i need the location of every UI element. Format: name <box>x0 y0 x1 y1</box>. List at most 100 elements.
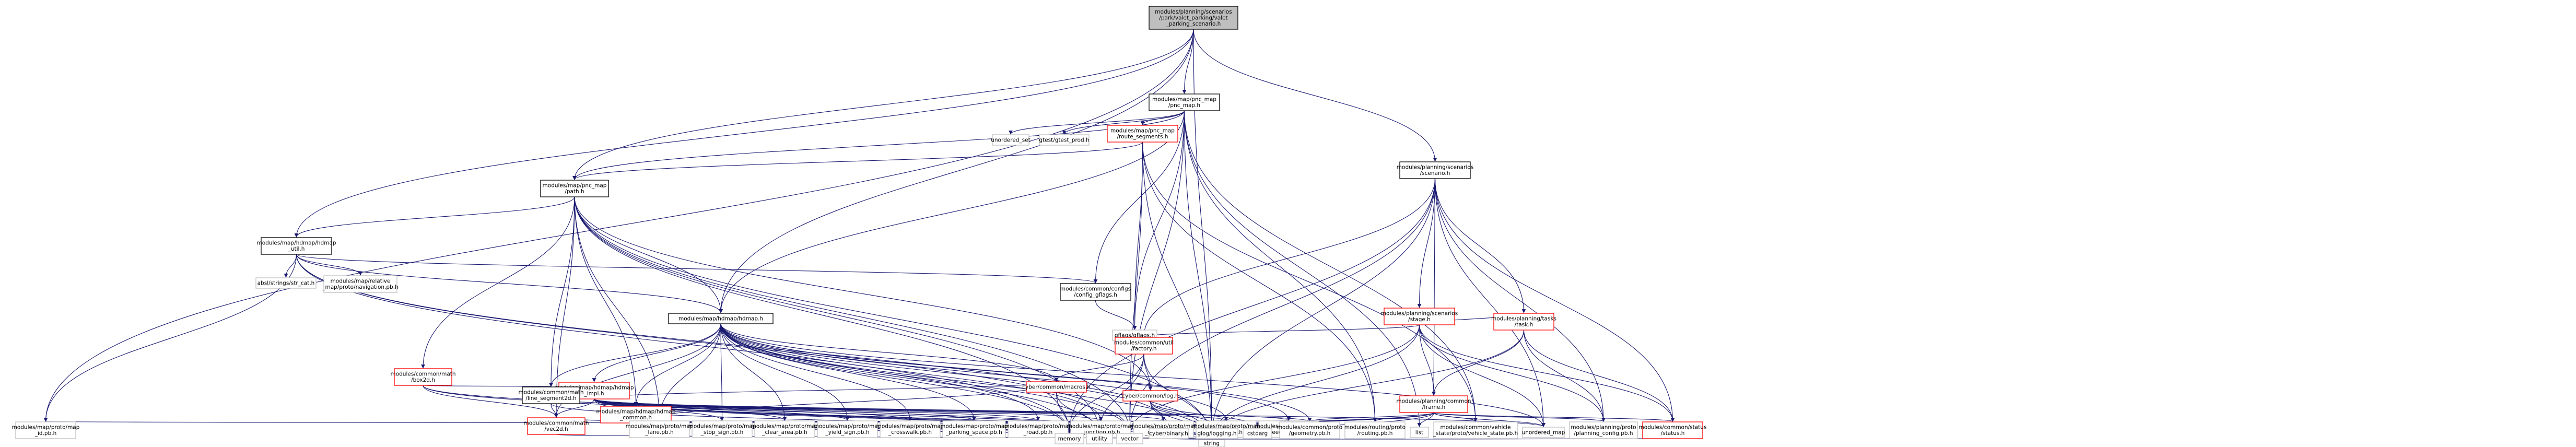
edge-route_seg-to-path <box>572 142 1143 180</box>
node-status[interactable]: modules/common/status/status.h <box>1639 421 1707 439</box>
edge-stage-to-frame <box>1419 324 1436 396</box>
node-box <box>1410 427 1429 438</box>
edge-pnc_map-to-path <box>572 110 1185 180</box>
node-geometry-pb: modules/common/proto/geometry.pb.h <box>1277 421 1342 439</box>
node-label-line: modules/map/proto/map <box>814 424 882 430</box>
node-label-line: modules/map/pnc_map <box>543 183 607 189</box>
node-box <box>668 313 774 324</box>
node-box <box>1198 439 1225 447</box>
edge-hdmap-to-crosswalk_pb <box>720 323 912 421</box>
node-label-line: modules/common/math <box>523 420 589 427</box>
node-label-line: /line_segment2d.h <box>525 395 576 402</box>
node-line-segment[interactable]: modules/common/math/line_segment2d.h <box>518 386 584 404</box>
node-label-line: _map/proto/navigation.pb.h <box>322 284 398 290</box>
node-stage[interactable]: modules/planning/scenarios/stage.h <box>1381 308 1458 325</box>
node-box <box>754 420 815 438</box>
edge-frame-to-planning_config_pb <box>1433 412 1606 422</box>
node-label-line: /pnc_map.h <box>1168 102 1200 109</box>
node-list: list <box>1410 427 1429 438</box>
edge-hdmap-to-utility <box>720 323 1102 433</box>
node-box <box>1086 433 1113 444</box>
node-factory[interactable]: modules/common/util/factory.h <box>1114 337 1174 355</box>
edge-hdmap-to-hdmap_impl <box>592 323 721 382</box>
node-label-line: modules/map/pnc_map <box>1110 128 1175 134</box>
edge-path-to-hdmap <box>574 196 723 313</box>
node-label-line: gflags/gflags.h <box>1115 332 1155 338</box>
node-box2d[interactable]: modules/common/math/box2d.h <box>390 368 456 386</box>
node-label-line: modules/planning/scenarios <box>1155 9 1232 15</box>
edge-stage-to-status <box>1419 324 1675 422</box>
edge-pnc_map-to-routing_pb <box>1184 110 1377 422</box>
node-frame[interactable]: modules/planning/common/frame.h <box>1396 395 1471 413</box>
node-label-line: modules/planning/scenarios <box>1397 164 1473 171</box>
node-box <box>1493 313 1554 331</box>
node-label-line: /geometry.pb.h <box>1289 430 1331 437</box>
node-hdmap[interactable]: modules/map/hdmap/hdmap.h <box>668 313 774 324</box>
node-route-seg[interactable]: modules/map/pnc_map/route_segments.h <box>1107 125 1178 143</box>
node-pnc-map[interactable]: modules/map/pnc_map/pnc_map.h <box>1149 93 1220 111</box>
node-label-line: /frame.h <box>1422 404 1446 410</box>
node-label-line: /status.h <box>1661 430 1685 437</box>
node-box <box>527 417 586 435</box>
node-config-gflags[interactable]: modules/common/configs/config_gflags.h <box>1060 283 1131 301</box>
edge-stage-to-planning_config_pb <box>1419 324 1606 422</box>
node-label-line: modules/common/util <box>1114 340 1174 346</box>
node-cstdarg: cstdarg <box>1243 428 1272 439</box>
edge-path-to-memory <box>574 196 1072 433</box>
edge-root-to-id_pb <box>43 29 1194 422</box>
edge-hdmap-to-stop_sign_pb <box>720 323 724 421</box>
node-utility: utility <box>1086 433 1113 444</box>
node-macros[interactable]: cyber/common/macros.h <box>1022 381 1091 393</box>
node-box <box>1149 428 1189 439</box>
edge-hdmap-to-overlap_pb <box>720 323 1166 421</box>
edge-task-to-status <box>1523 330 1675 422</box>
node-box <box>1399 395 1468 413</box>
node-box <box>1122 390 1178 402</box>
node-scenario[interactable]: modules/planning/scenarios/scenario.h <box>1397 161 1473 179</box>
node-str-cat: absl/strings/str_cat.h <box>255 277 317 289</box>
node-label-line: modules/map/proto/map <box>1004 424 1072 430</box>
node-box <box>261 237 332 255</box>
node-label-line: cstdarg <box>1247 430 1268 437</box>
node-label-line: unordered_set <box>991 137 1031 143</box>
node-box <box>880 420 941 438</box>
node-box <box>1149 6 1238 30</box>
node-box <box>1384 308 1455 325</box>
edge-frame-to-geometry_pb <box>1307 412 1434 422</box>
edge-pnc_map-to-gflags <box>1132 110 1185 330</box>
node-label-line: modules/map/proto/map <box>940 424 1008 430</box>
node-label-line: /scenario.h <box>1420 170 1450 177</box>
node-hdmap-util[interactable]: modules/map/hdmap/hdmap_util.h <box>256 237 336 255</box>
node-box <box>255 277 317 289</box>
node-hdmap-common[interactable]: modules/map/hdmap/hdmap_common.h <box>596 406 676 424</box>
edge-hdmap-to-yield_sign_pb <box>720 323 850 421</box>
node-label-line: /park/valet_parking/valet <box>1159 15 1227 21</box>
edge-frame-to-list <box>1417 412 1434 427</box>
node-label-line: _util.h <box>288 246 305 252</box>
edge-factory-to-macros <box>1054 354 1144 382</box>
node-label-line: modules/planning/common <box>1396 398 1471 405</box>
node-crosswalk-pb: modules/map/proto/map_crosswalk.pb.h <box>876 420 944 438</box>
node-label-line: _yield_sign.pb.h <box>825 429 869 436</box>
edge-stage-to-vector <box>1128 324 1420 433</box>
edge-hdmap_impl-to-crosswalk_pb <box>593 398 912 421</box>
node-label-line: vector <box>1121 436 1139 442</box>
node-label-line: /routing.pb.h <box>1357 430 1393 437</box>
edge-scenario-to-string <box>1210 178 1436 440</box>
node-label-line: /route_segments.h <box>1117 134 1168 140</box>
edge-hdmap_impl-to-road_pb <box>593 398 1040 421</box>
node-label-line: modules/map/proto/map <box>876 424 944 430</box>
node-label-line: /stage.h <box>1408 316 1431 323</box>
node-label-line: modules/common/status <box>1639 425 1707 431</box>
node-planning-config-pb: modules/planning/proto/planning_config.p… <box>1569 421 1638 439</box>
node-log[interactable]: cyber/common/log.h <box>1122 390 1179 402</box>
node-routing-pb: modules/routing/proto/routing.pb.h <box>1344 421 1406 439</box>
node-label-line: modules/planning/tasks <box>1491 316 1556 322</box>
node-vec2d[interactable]: modules/common/math/vec2d.h <box>523 417 589 435</box>
node-label-line: modules/map/proto/map <box>626 424 694 430</box>
node-glog: glog/logging.h <box>1196 428 1238 439</box>
node-task[interactable]: modules/planning/tasks/task.h <box>1491 313 1556 331</box>
node-path[interactable]: modules/map/pnc_map/path.h <box>540 180 609 197</box>
node-clear-area-pb: modules/map/proto/map_clear_area.pb.h <box>751 420 819 438</box>
node-navigation: modules/map/relative_map/proto/navigatio… <box>322 275 399 293</box>
